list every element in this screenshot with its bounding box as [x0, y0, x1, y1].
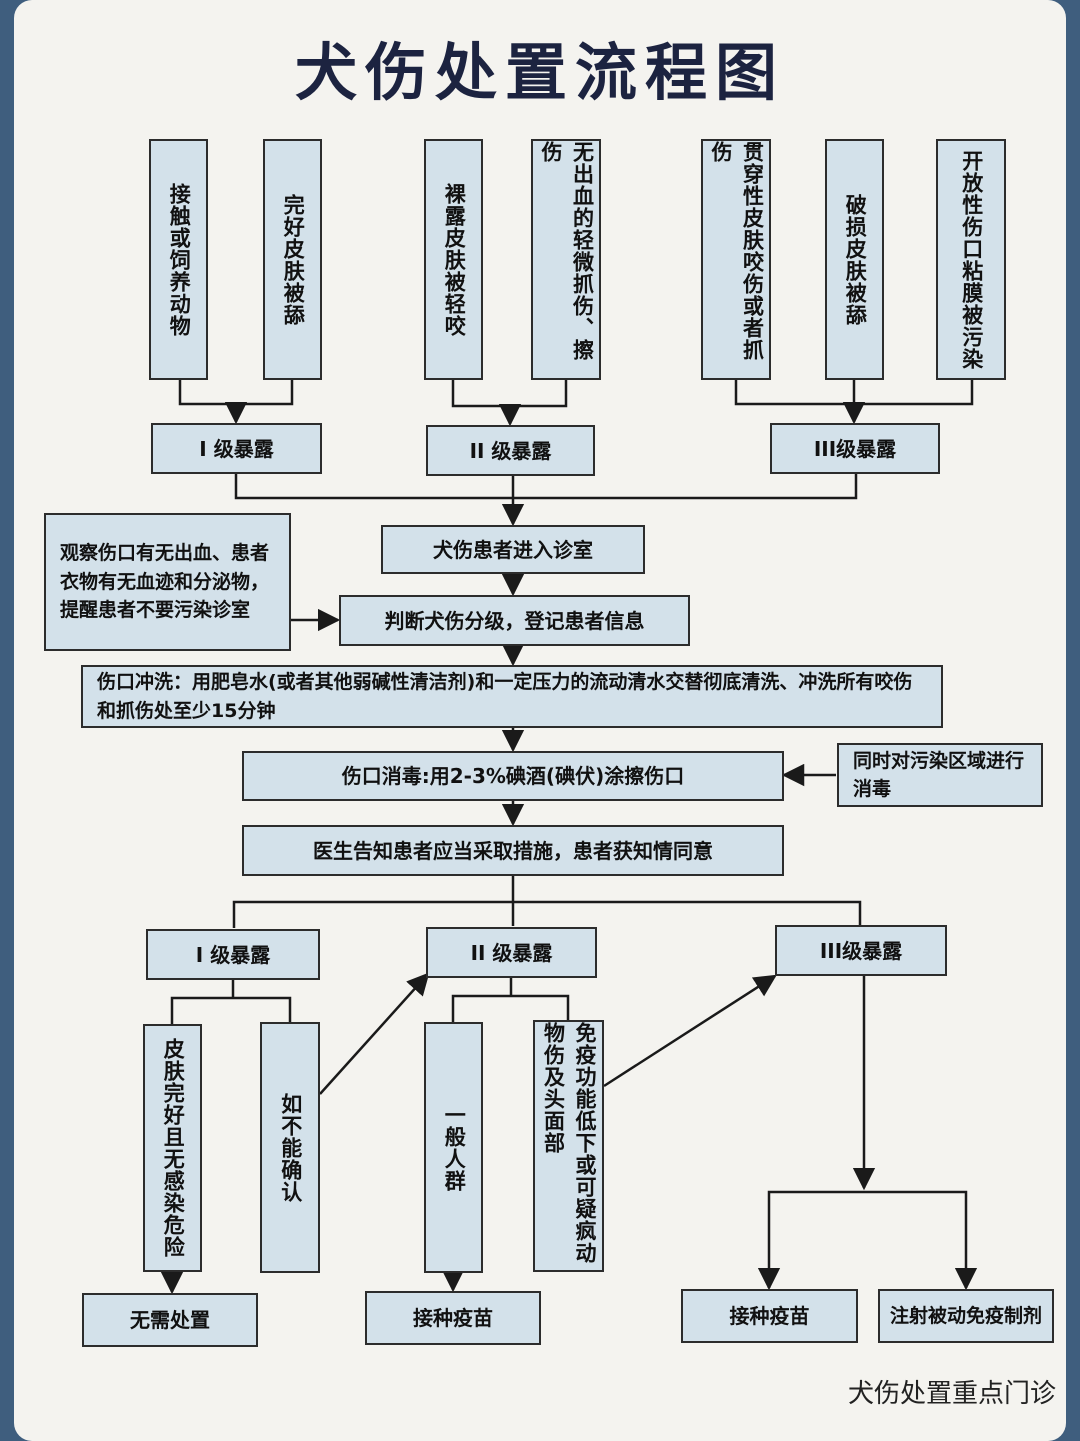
arrow-immuno-to-l3: [603, 974, 777, 1088]
step-wound-disinfect: 伤口消毒:用2-3%碘酒(碘伏)涂擦伤口: [242, 751, 784, 801]
step-observe-wound: 观察伤口有无出血、患者衣物有无血迹和分泌物，提醒患者不要污染诊室: [44, 513, 291, 651]
cond-immunocompromised: 免疫功能低下或可疑疯动物伤及头面部: [533, 1020, 604, 1272]
connector-top-l1: [178, 380, 294, 406]
result-passive-immune: 注射被动免疫制剂: [878, 1289, 1054, 1343]
connector-bottom-l2: [451, 994, 570, 1022]
cause-penetrating-bite: 贯穿性皮肤咬伤或者抓伤: [701, 139, 771, 380]
step-classify-register: 判断犬伤分级，登记患者信息: [339, 595, 690, 646]
cause-broken-skin-licked: 破损皮肤被舔: [825, 139, 884, 380]
step-wound-wash: 伤口冲洗：用肥皂水(或者其他弱碱性清洁剂)和一定压力的流动清水交替彻底清洗、冲洗…: [81, 665, 943, 728]
connector-bottom-l3: [767, 1190, 968, 1288]
step-doctor-inform: 医生告知患者应当采取措施，患者获知情同意: [242, 825, 784, 876]
top-level2-box: II 级暴露: [426, 425, 595, 476]
top-level1-box: I 级暴露: [151, 423, 322, 474]
step-enter-clinic: 犬伤患者进入诊室: [381, 525, 645, 574]
top-level3-box: III级暴露: [770, 423, 940, 474]
cause-minor-scratch: 无出血的轻微抓伤、擦伤: [531, 139, 601, 380]
step-disinfect-area: 同时对污染区域进行消毒: [837, 743, 1043, 807]
connector-bottom-l1: [170, 996, 292, 1024]
connector-top-l2: [451, 380, 568, 408]
cond-if-uncertain: 如不能确认: [260, 1022, 320, 1273]
bottom-level1-box: I 级暴露: [146, 929, 320, 980]
bottom-level2-box: II 级暴露: [426, 927, 597, 978]
cause-bare-skin-bitten: 裸露皮肤被轻咬: [424, 139, 483, 380]
connector-branch: [232, 900, 862, 928]
cause-intact-skin-licked: 完好皮肤被舔: [263, 139, 322, 380]
page-title: 犬伤处置流程图: [294, 36, 785, 109]
cause-contact-feed: 接触或饲养动物: [149, 139, 208, 380]
cond-intact-no-risk: 皮肤完好且无感染危险: [143, 1024, 202, 1272]
connector-merge: [234, 474, 858, 500]
footer-clinic-name: 犬伤处置重点门诊: [847, 1379, 1056, 1409]
cond-general-population: 一般人群: [424, 1022, 483, 1273]
result-vaccinate-l3: 接种疫苗: [681, 1289, 858, 1343]
bottom-level3-box: III级暴露: [775, 925, 947, 976]
result-no-action: 无需处置: [82, 1293, 258, 1347]
arrow-uncertain-to-l2: [319, 972, 430, 1095]
cause-open-wound-contaminated: 开放性伤口粘膜被污染: [936, 139, 1006, 380]
result-vaccinate-l2: 接种疫苗: [365, 1291, 541, 1345]
